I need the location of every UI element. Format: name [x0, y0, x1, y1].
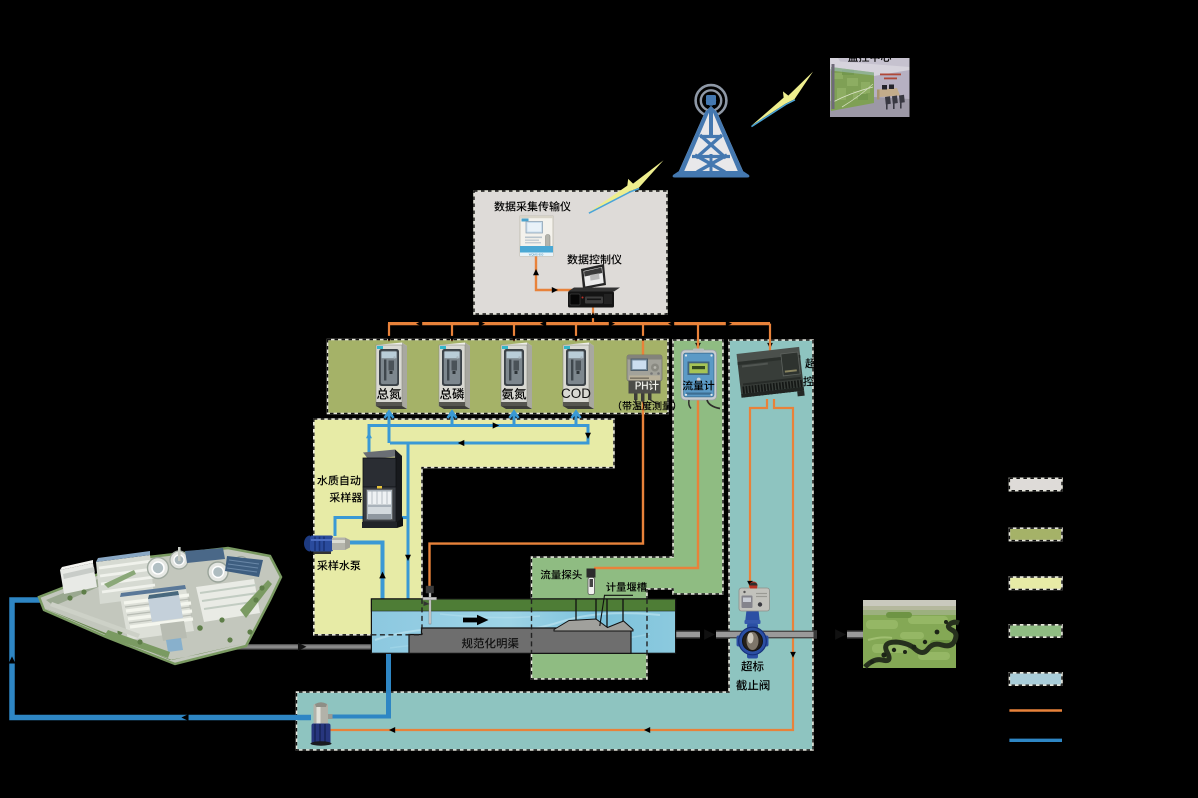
svg-text:WQMS-900: WQMS-900 — [529, 252, 544, 256]
svg-text:COD: COD — [561, 386, 591, 401]
